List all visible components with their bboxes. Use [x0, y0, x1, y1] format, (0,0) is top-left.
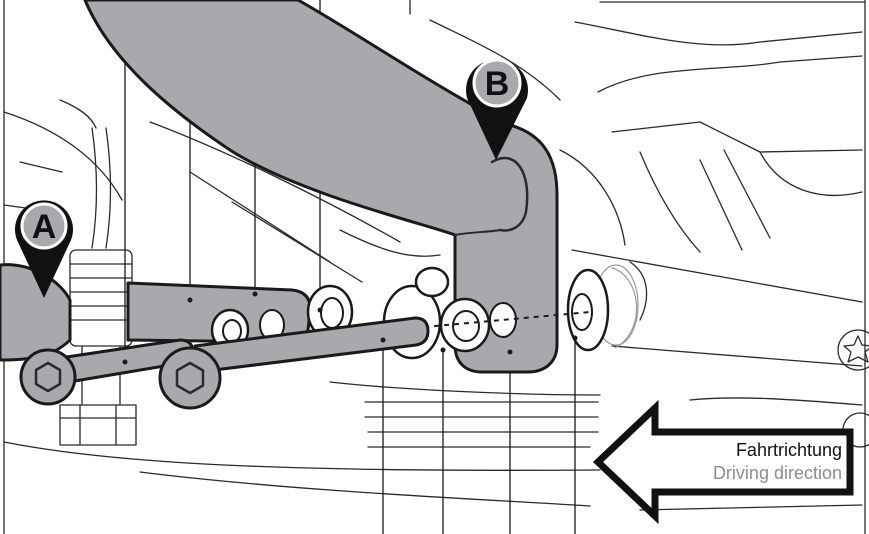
bracket-edge-line	[454, 229, 501, 236]
floor-line	[139, 471, 591, 507]
marker-b: B	[465, 58, 528, 160]
leader-dot	[317, 307, 323, 313]
housing-line	[574, 21, 863, 46]
leader-dot	[440, 347, 446, 353]
hex-socket-icon	[175, 361, 205, 395]
floor-line	[639, 504, 863, 511]
leader-dot	[252, 291, 258, 297]
marker-a-label: A	[32, 208, 57, 246]
housing-line	[429, 19, 561, 101]
housing-line	[611, 121, 863, 153]
spacer-sleeve-inner	[320, 297, 344, 329]
lower-arm-a	[0, 263, 72, 362]
bracket-washer-inner	[452, 310, 480, 342]
driving-direction-arrow: Fahrtrichtung Driving direction	[592, 399, 854, 525]
left-housing-line	[3, 111, 123, 201]
marker-b-badge	[472, 58, 522, 108]
fitting-nut	[59, 404, 137, 446]
direction-label-de: Fahrtrichtung	[736, 440, 842, 460]
washer-inner	[222, 319, 242, 343]
housing-line	[699, 149, 771, 251]
housing-line	[639, 151, 701, 253]
torx-screw-head	[837, 329, 869, 371]
background-linework	[3, 0, 869, 534]
brake-line	[59, 99, 97, 129]
floor-line	[689, 397, 863, 406]
leader-dot	[187, 297, 193, 303]
leader-dot	[507, 349, 513, 355]
direction-label-en: Driving direction	[713, 463, 842, 483]
bushing-ghost	[611, 267, 638, 349]
underbody-line	[149, 121, 401, 243]
housing-line	[597, 55, 863, 93]
marker-a: A	[15, 200, 73, 298]
floor-line	[329, 381, 601, 396]
short-bolt-head	[19, 348, 77, 406]
leader-dot	[122, 359, 128, 365]
fitting-nut-edge	[59, 404, 137, 446]
upper-arm-with-bracket	[83, 0, 559, 374]
bracket-hole	[489, 302, 517, 338]
marker-b-label: B	[485, 65, 510, 103]
underbody-line	[339, 229, 441, 257]
leader-dot	[380, 337, 386, 343]
housing-line	[759, 151, 863, 196]
floor-line	[3, 441, 601, 471]
direction-arrow-icon	[592, 399, 854, 525]
housing-line	[559, 149, 626, 246]
rear-bushing-inner	[571, 293, 593, 331]
leader-dots	[122, 291, 578, 365]
frame-top-tab	[409, 0, 866, 15]
fitting-thread	[69, 263, 133, 321]
marker-a-badge	[20, 202, 68, 250]
long-bolt-shaft	[193, 316, 430, 374]
floor-rib	[364, 401, 599, 448]
hex-socket-icon	[34, 361, 62, 393]
leader-dot	[572, 335, 578, 341]
bracket-fold-line	[490, 156, 529, 232]
long-bolt-head	[158, 346, 222, 410]
tie-rod-outline	[629, 261, 648, 321]
bushing-spacer-rim	[414, 266, 450, 298]
tie-rod-outline	[571, 249, 863, 367]
underbody-line	[189, 171, 363, 283]
brake-line	[91, 127, 112, 249]
